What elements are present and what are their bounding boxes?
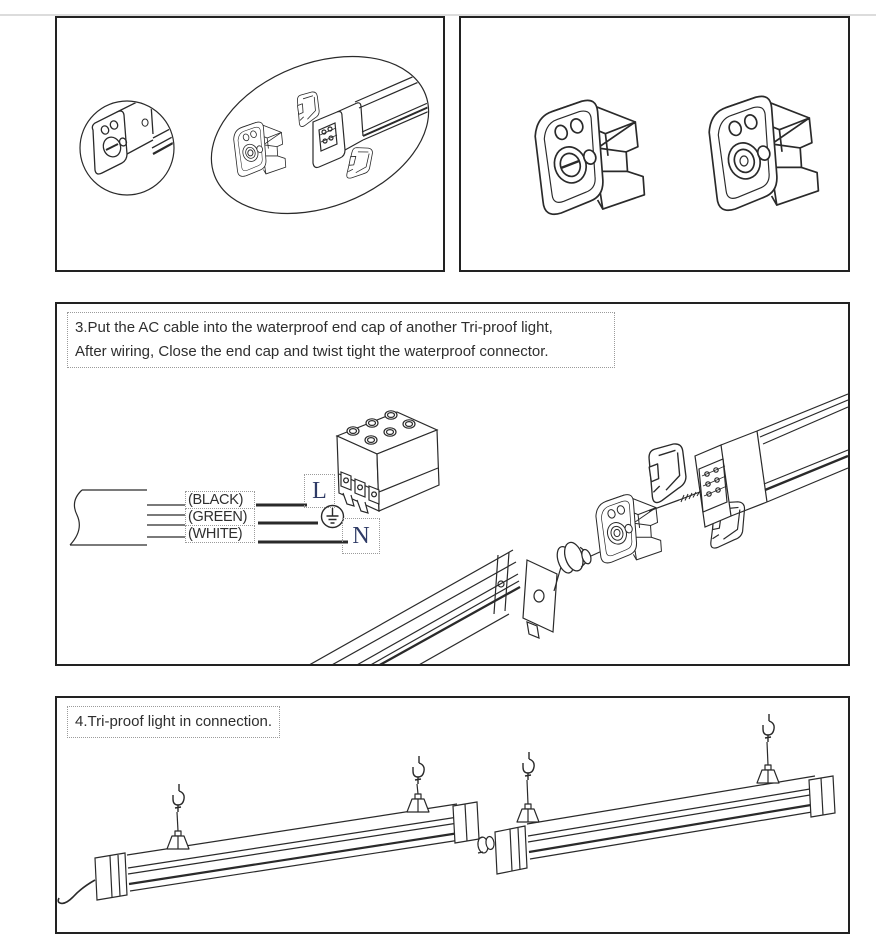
earth-ground-icon <box>320 504 345 529</box>
figure-panel-endcap-removal <box>55 16 445 272</box>
step4-instruction: 4.Tri-proof light in connection. <box>67 706 281 738</box>
endcap-removal-drawing <box>79 55 442 215</box>
conductor-lines <box>256 503 348 544</box>
left-light-drawing <box>57 801 480 905</box>
wire-label-black: (BLACK) <box>185 491 255 509</box>
endcap-slot-variant <box>534 99 646 216</box>
endcap-with-wire-drawing <box>595 489 706 564</box>
wire-label-green: (GREEN) <box>185 508 255 526</box>
wire-labels: (BLACK) (GREEN) (WHITE) <box>185 491 255 543</box>
step3-instruction: 3.Put the AC cable into the waterproof e… <box>67 312 615 368</box>
right-fixture-drawing <box>694 393 848 528</box>
terminal-block-drawing <box>335 410 440 514</box>
right-light-drawing <box>494 775 836 875</box>
endcap-hole-variant <box>708 95 820 212</box>
terminal-label-live: L <box>304 474 335 508</box>
wiring-and-exploded-drawing <box>69 393 848 664</box>
figure-panel-step3: 3.Put the AC cable into the waterproof e… <box>55 302 850 666</box>
connected-lights-drawing <box>57 713 836 905</box>
figure-panel-step4: 4.Tri-proof light in connection. <box>55 696 850 934</box>
two-endcaps-drawing <box>534 95 820 216</box>
step3-line1: 3.Put the AC cable into the waterproof e… <box>75 319 553 336</box>
page-top-rule <box>0 14 876 16</box>
exploded-closeup <box>233 67 442 184</box>
left-fixture-drawing <box>309 549 562 664</box>
figure-panel-two-endcaps <box>459 16 850 272</box>
light-end-closeup <box>91 102 173 175</box>
terminal-label-neutral: N <box>342 518 380 554</box>
inline-connector-drawing <box>477 835 495 854</box>
ac-cable-drawing <box>69 489 185 546</box>
latch-clip-upper <box>648 443 687 504</box>
wire-label-white: (WHITE) <box>185 525 255 543</box>
suspension-hangers <box>166 713 780 850</box>
step3-line2: After wiring, Close the end cap and twis… <box>75 343 549 360</box>
